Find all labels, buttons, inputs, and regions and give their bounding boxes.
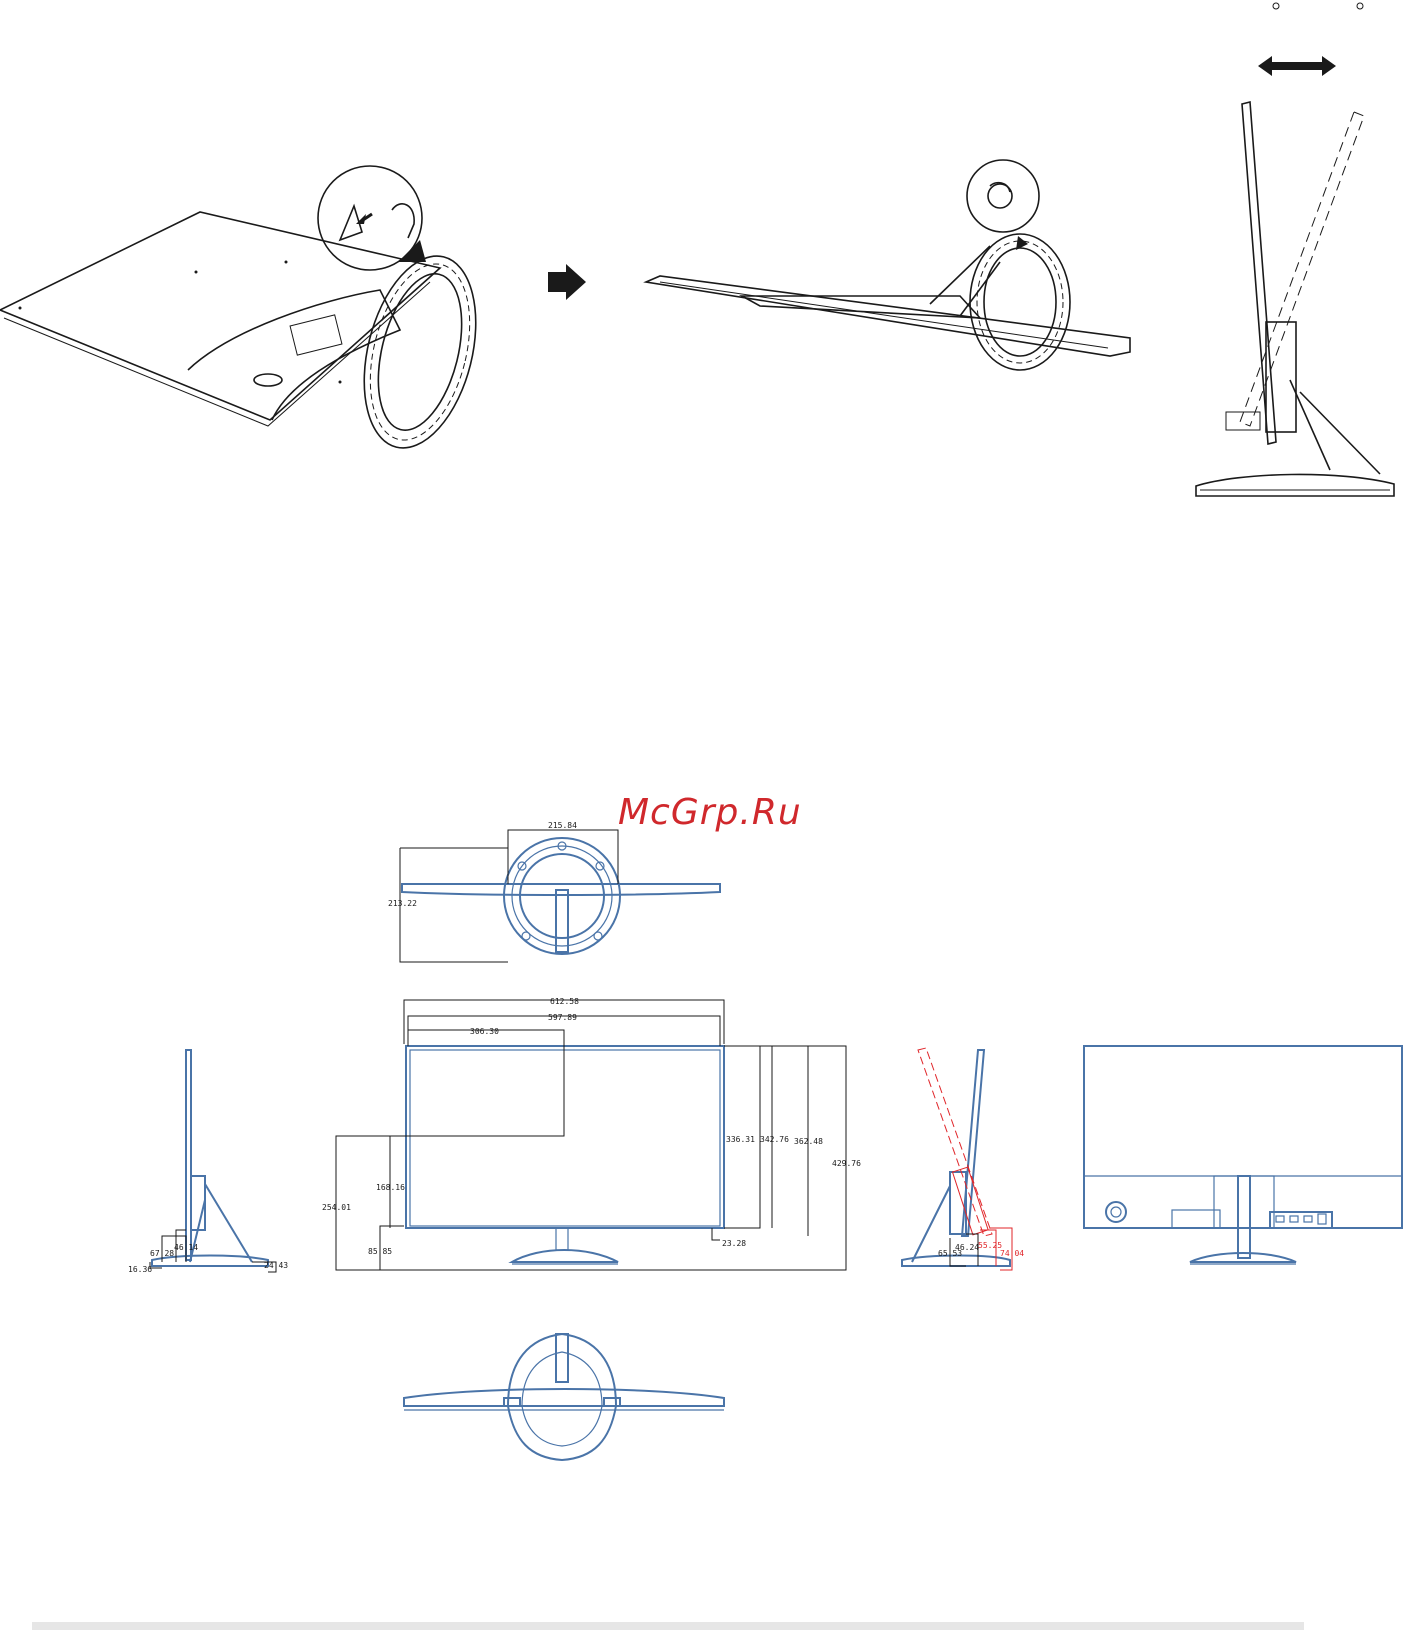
rear-view-drawing [1084,1046,1402,1264]
footer-bar [32,1622,1304,1630]
dim-overall-width: 612.58 [550,997,579,1006]
double-arrow-icon [1258,56,1336,76]
assembly-step-2-illustration [646,160,1130,370]
dim-side-d4: 24.43 [264,1261,288,1270]
dim-h3: 362.48 [794,1137,823,1146]
bottom-view-drawing [404,1334,724,1460]
dim-lower-height: 254.01 [322,1203,351,1212]
dim-tilt-d3: 55.25 [978,1241,1002,1250]
right-arrow-icon [548,264,586,300]
side-view-tilt-drawing [902,1048,1012,1270]
dim-tilt-d4: 74.04 [1000,1249,1024,1258]
dim-bezel: 23.28 [722,1239,746,1248]
dim-side-d3: 16.36 [128,1265,152,1274]
dim-overall-height: 429.76 [832,1159,861,1168]
dim-h2: 342.76 [760,1135,789,1144]
dim-center-height: 168.16 [376,1183,405,1192]
dim-half-width: 306.30 [470,1027,499,1036]
dim-side-d1: 67.28 [150,1249,174,1258]
tilt-side-illustration [1196,3,1394,496]
dim-bottom-offset: 85.85 [368,1247,392,1256]
dim-tilt-d2: 46.24 [955,1243,979,1252]
dim-panel-width: 597.89 [548,1013,577,1022]
top-view-drawing [400,830,720,962]
watermark-text: McGrp.Ru [618,792,802,833]
side-view-left-drawing [150,1050,276,1272]
dim-top-height: 213.22 [388,899,417,908]
assembly-step-1-illustration [0,166,494,460]
dim-panel-height: 336.31 [726,1135,755,1144]
dim-side-d2: 46.14 [174,1243,198,1252]
dim-top-width: 215.84 [548,821,577,830]
